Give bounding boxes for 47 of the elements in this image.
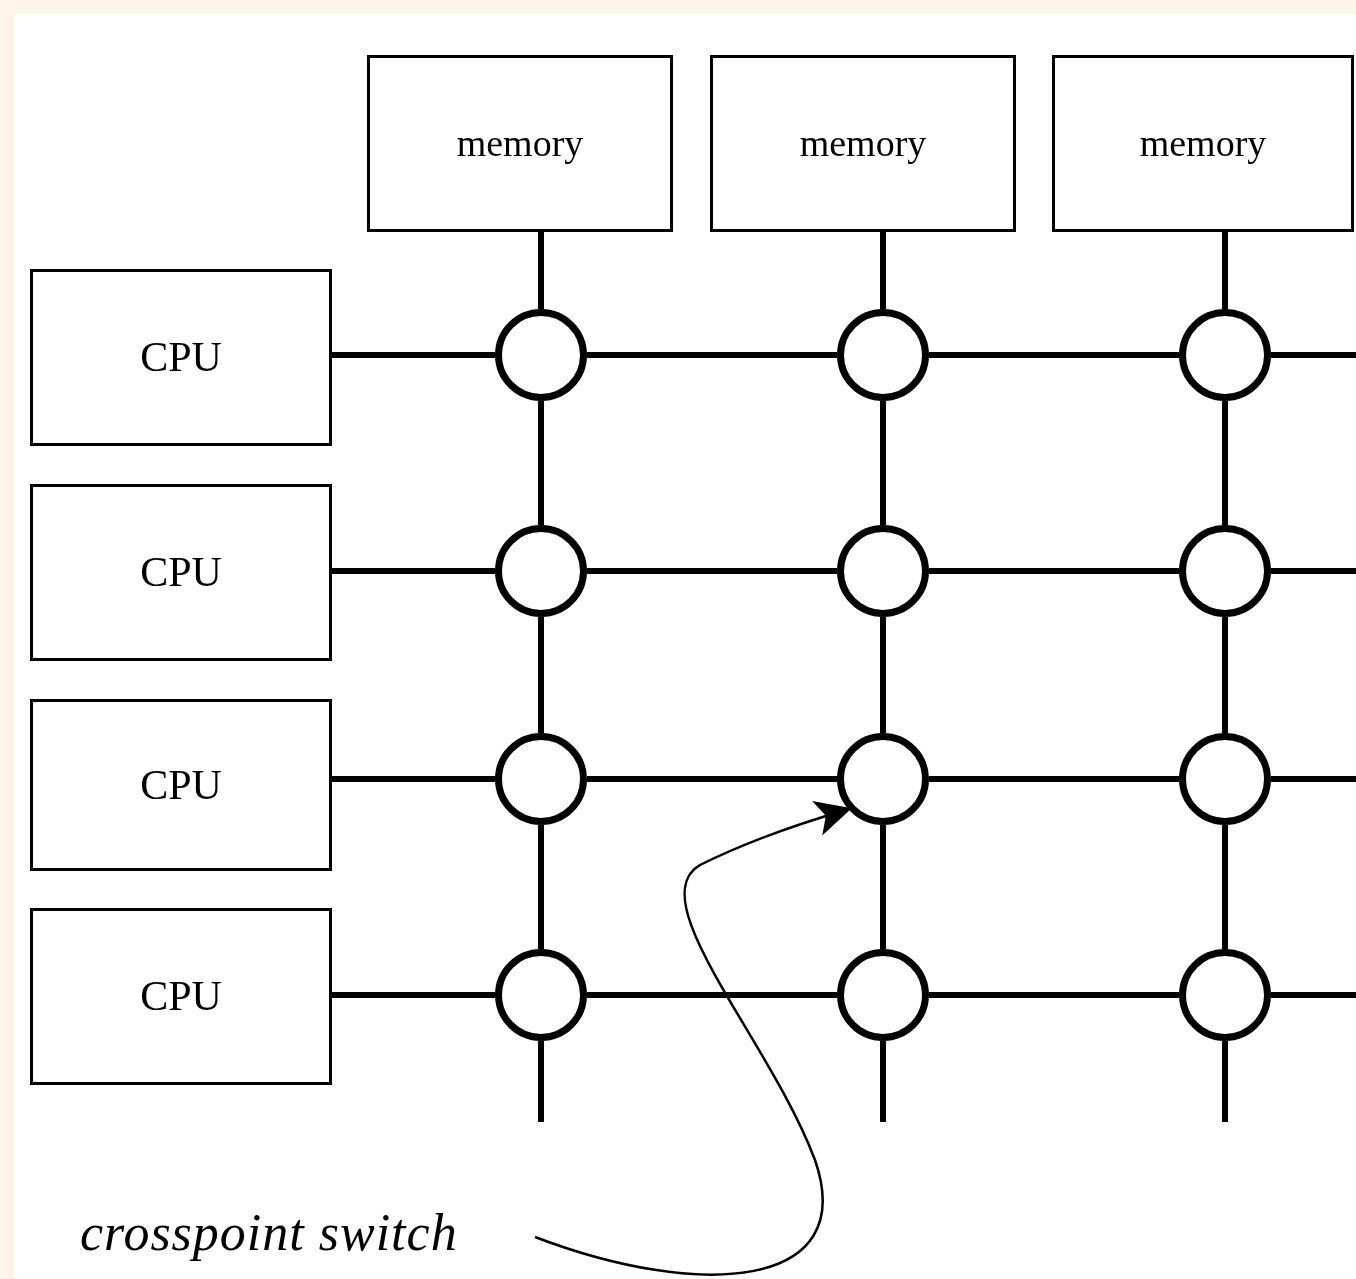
connector-line: [587, 776, 837, 782]
connector-line: [587, 352, 837, 358]
connector-line: [880, 617, 886, 733]
cpu-box: [30, 269, 332, 446]
connector-line: [1222, 617, 1228, 733]
connector-line: [880, 825, 886, 949]
connector-line: [587, 568, 837, 574]
memory-box: [710, 55, 1016, 232]
box-label: memory: [456, 121, 584, 166]
callout-text: crosspoint switch: [80, 1207, 458, 1259]
connector-line: [929, 352, 1179, 358]
connector-line: [538, 617, 544, 733]
connector-line: [880, 401, 886, 525]
connector-line: [1222, 825, 1228, 949]
connector-line: [1271, 568, 1356, 574]
memory-box: [367, 55, 673, 232]
connector-line: [1222, 1041, 1228, 1122]
connector-line: [332, 568, 495, 574]
box-label: CPU: [140, 972, 222, 1021]
box-label: memory: [1139, 121, 1267, 166]
connector-line: [1271, 992, 1356, 998]
box-label: CPU: [140, 548, 222, 597]
connector-line: [1222, 401, 1228, 525]
connector-line: [587, 992, 837, 998]
connector-line: [880, 232, 886, 309]
connector-line: [880, 1041, 886, 1122]
connector-line: [332, 352, 495, 358]
connector-line: [538, 1041, 544, 1122]
box-label: CPU: [140, 333, 222, 382]
connector-line: [538, 401, 544, 525]
memory-box: [1052, 55, 1354, 232]
connector-line: [538, 232, 544, 309]
box-label: memory: [799, 121, 927, 166]
connector-line: [538, 825, 544, 949]
connector-line: [1271, 776, 1356, 782]
leader-arrow: [534, 801, 852, 1276]
cpu-box: [30, 908, 332, 1085]
connector-line: [1222, 232, 1228, 309]
connector-line: [332, 776, 495, 782]
cpu-box: [30, 484, 332, 661]
connector-line: [929, 568, 1179, 574]
connector-line: [1271, 352, 1356, 358]
cpu-box: [30, 699, 332, 871]
connector-line: [332, 992, 495, 998]
box-label: CPU: [140, 760, 222, 810]
connector-line: [929, 776, 1179, 782]
connector-line: [929, 992, 1179, 998]
